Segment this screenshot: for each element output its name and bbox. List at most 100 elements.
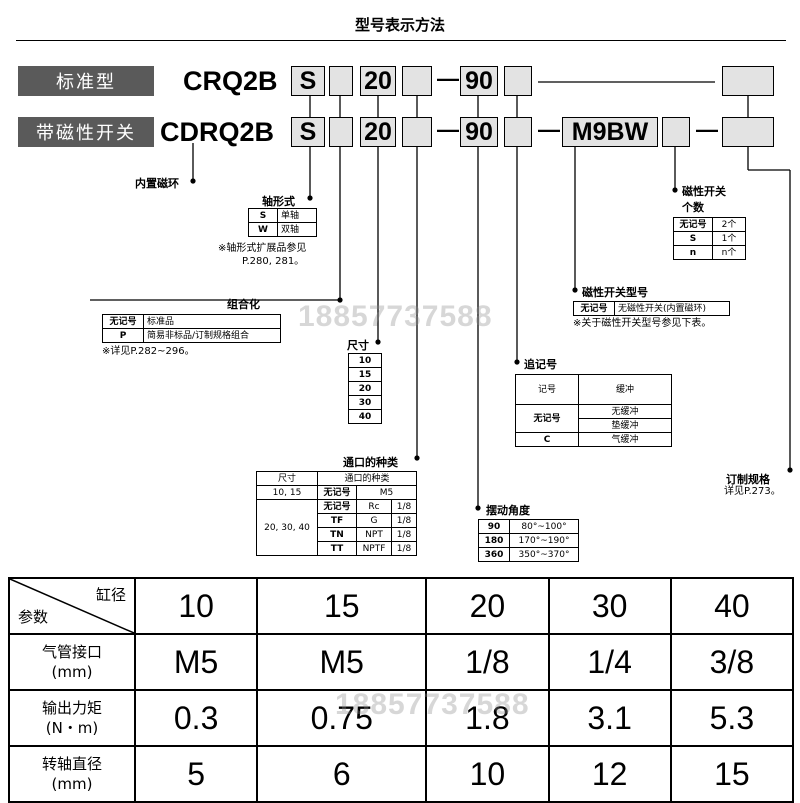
angle-code: 180 xyxy=(478,533,510,548)
angle-range: 350°~370° xyxy=(509,547,579,562)
standard-dash: — xyxy=(437,66,459,91)
spec-cell: M5 xyxy=(256,633,428,691)
magnetic-custom-box xyxy=(722,117,774,147)
angle-code: 90 xyxy=(478,519,510,534)
port-thread: Rc xyxy=(356,499,392,514)
port-thread: NPTF xyxy=(356,541,392,556)
size-value: 40 xyxy=(348,409,382,424)
spec-cell: M5 xyxy=(133,633,259,691)
port-type-label: 通口的种类 xyxy=(343,456,398,469)
switch-count-qty: 2个 xyxy=(712,217,746,232)
row-label: 转轴直径 xyxy=(41,755,102,773)
switch-count-code: S xyxy=(673,231,713,246)
bore-size-cell: 40 xyxy=(669,577,795,635)
port-thread: G xyxy=(356,513,392,528)
spec-corner-param: 参数 xyxy=(18,608,49,626)
port-size-value: 1/8 xyxy=(391,527,417,542)
suffix-code: 无记号 xyxy=(515,404,579,433)
connector-lines xyxy=(90,81,793,511)
angle-range: 80°~100° xyxy=(509,519,579,534)
spec-table: 缸径 参数 10 15 20 30 40 气管接口(mm) M5 M5 1/8 … xyxy=(8,577,795,803)
switch-model-code: 无记号 xyxy=(573,301,615,316)
magnetic-dash-3: — xyxy=(696,117,718,142)
size-value: 20 xyxy=(348,381,382,396)
switch-model-label: 磁性开关型号 xyxy=(582,286,648,299)
custom-spec-note: 详见P.273。 xyxy=(724,486,781,497)
row-label: 气管接口 xyxy=(41,643,102,661)
spec-row-header: 气管接口(mm) xyxy=(8,633,136,691)
spec-cell: 10 xyxy=(425,745,550,803)
size-value: 15 xyxy=(348,367,382,382)
standard-size-box: 20 xyxy=(360,66,396,96)
title-rule xyxy=(16,40,786,41)
watermark-phone: 18857737588 xyxy=(298,300,493,333)
combination-note: ※详见P.282~296。 xyxy=(102,346,195,357)
spec-cell: 12 xyxy=(547,745,672,803)
standard-angle-box: 90 xyxy=(460,66,498,96)
bore-size-cell: 20 xyxy=(425,577,550,635)
port-header-type: 通口的种类 xyxy=(317,471,417,486)
spec-corner-bore: 缸径 xyxy=(95,586,126,604)
switch-count-label-2: 个数 xyxy=(682,201,704,214)
spec-cell: 3/8 xyxy=(669,633,795,691)
suffix-header-cushion: 缓冲 xyxy=(578,374,672,405)
port-code: 无记号 xyxy=(317,485,357,500)
spec-cell: 0.3 xyxy=(133,689,259,747)
port-type-table: 尺寸 通口的种类 10, 15 无记号 M5 20, 30, 40 无记号 Rc… xyxy=(256,471,417,556)
magnetic-dash-2: — xyxy=(538,117,560,142)
bore-size-cell: 30 xyxy=(547,577,672,635)
combination-code: P xyxy=(102,328,144,343)
spec-cell: 0.75 xyxy=(256,689,428,747)
switch-count-qty: 1个 xyxy=(712,231,746,246)
magnetic-model-prefix: CDRQ2B xyxy=(160,117,275,147)
shaft-note-2: P.280, 281。 xyxy=(242,256,305,267)
standard-type-label: 标准型 xyxy=(18,66,154,96)
port-size-value: 1/8 xyxy=(391,513,417,528)
combination-desc: 简易非标品/订制规格组合 xyxy=(143,328,281,343)
shaft-desc: 单轴 xyxy=(277,208,317,223)
swing-angle-label: 摆动角度 xyxy=(486,504,530,517)
bore-size-cell: 15 xyxy=(256,577,428,635)
corner-diagonal xyxy=(10,579,134,633)
switch-model-note: ※关于磁性开关型号参见下表。 xyxy=(573,318,712,329)
standard-suffix-box xyxy=(504,66,532,96)
spec-cell: 5 xyxy=(133,745,259,803)
spec-row-header: 输出力矩(N・m) xyxy=(8,689,136,747)
combination-label: 组合化 xyxy=(227,298,260,311)
magnetic-size-box: 20 xyxy=(360,117,396,147)
port-code: 无记号 xyxy=(317,499,357,514)
suffix-cushion: 气缓冲 xyxy=(578,432,672,447)
spec-row-header: 转轴直径 (mm) xyxy=(8,745,136,803)
magnetic-type-label: 带磁性开关 xyxy=(18,117,154,147)
angle-range: 170°~190° xyxy=(509,533,579,548)
spec-cell: 1.8 xyxy=(425,689,550,747)
magnetic-port-box xyxy=(402,117,432,147)
port-size: 20, 30, 40 xyxy=(256,499,318,556)
shaft-desc: 双轴 xyxy=(277,222,317,237)
watermark-phone-2: 18857737588 xyxy=(335,688,530,721)
row-unit: (N・m) xyxy=(45,719,99,737)
spec-cell: 1/4 xyxy=(547,633,672,691)
row-unit: (mm) xyxy=(51,775,93,793)
switch-count-code: n xyxy=(673,245,713,260)
suffix-cushion: 垫缓冲 xyxy=(578,418,672,433)
port-code: TN xyxy=(317,527,357,542)
size-label: 尺寸 xyxy=(347,339,369,352)
switch-count-code: 无记号 xyxy=(673,217,713,232)
port-size: 10, 15 xyxy=(256,485,318,500)
angle-code: 360 xyxy=(478,547,510,562)
port-size-value: 1/8 xyxy=(391,541,417,556)
combination-code: 无记号 xyxy=(102,314,144,329)
suffix-cushion: 无缓冲 xyxy=(578,404,672,419)
magnetic-switch-box: M9BW xyxy=(562,117,658,147)
port-code: TF xyxy=(317,513,357,528)
port-size-value: 1/8 xyxy=(391,499,417,514)
spec-cell: 1/8 xyxy=(425,633,550,691)
magnetic-combo-box xyxy=(329,117,353,147)
switch-count-qty: n个 xyxy=(712,245,746,260)
built-in-magnet-label: 内置磁环 xyxy=(135,177,179,190)
magnetic-count-box xyxy=(662,117,690,147)
